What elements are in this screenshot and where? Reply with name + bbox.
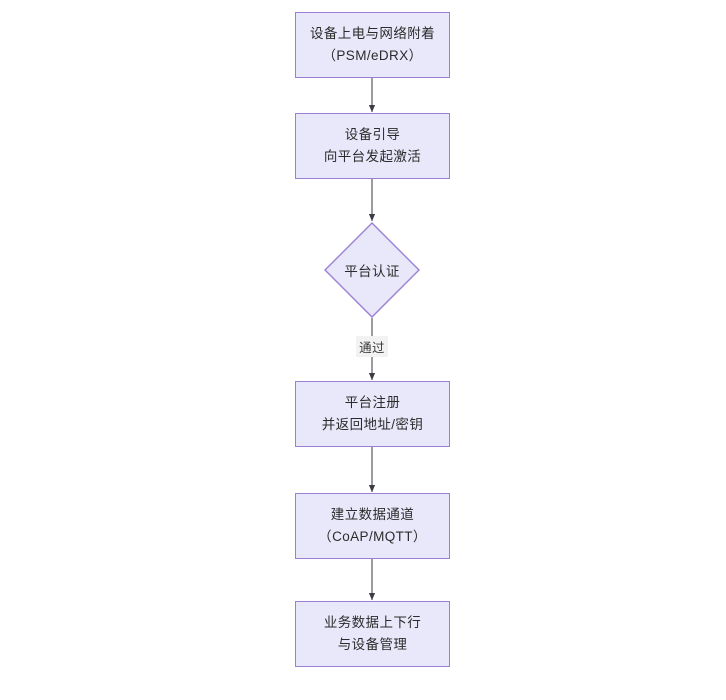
edge-label-e3: 通过	[356, 336, 388, 357]
node-text-line: 业务数据上下行	[323, 615, 422, 631]
decision-node-label: 平台认证	[344, 264, 400, 279]
diamond-shape	[324, 222, 420, 318]
node-text-line: 平台注册	[344, 395, 401, 411]
node-text-line: 并返回地址/密钥	[321, 417, 424, 432]
process-node-n2[interactable]: 设备引导向平台发起激活	[295, 113, 450, 179]
node-text-line: 与设备管理	[337, 637, 408, 652]
process-node-n1[interactable]: 设备上电与网络附着 （PSM/eDRX）	[295, 12, 450, 78]
node-text-line: 建立数据通道	[330, 507, 415, 523]
node-text-line: 设备上电与网络附着	[309, 26, 436, 42]
process-node-n4[interactable]: 平台注册并返回地址/密钥	[295, 381, 450, 447]
node-text-line: 设备引导	[344, 127, 401, 143]
node-text-line: （CoAP/MQTT）	[318, 529, 427, 544]
node-text-line: 向平台发起激活	[323, 149, 422, 164]
node-text-line: （PSM/eDRX）	[322, 48, 423, 63]
process-node-n6[interactable]: 业务数据上下行与设备管理	[295, 601, 450, 667]
decision-node-n3[interactable]: 平台认证	[324, 222, 420, 318]
process-node-n5[interactable]: 建立数据通道 （CoAP/MQTT）	[295, 493, 450, 559]
